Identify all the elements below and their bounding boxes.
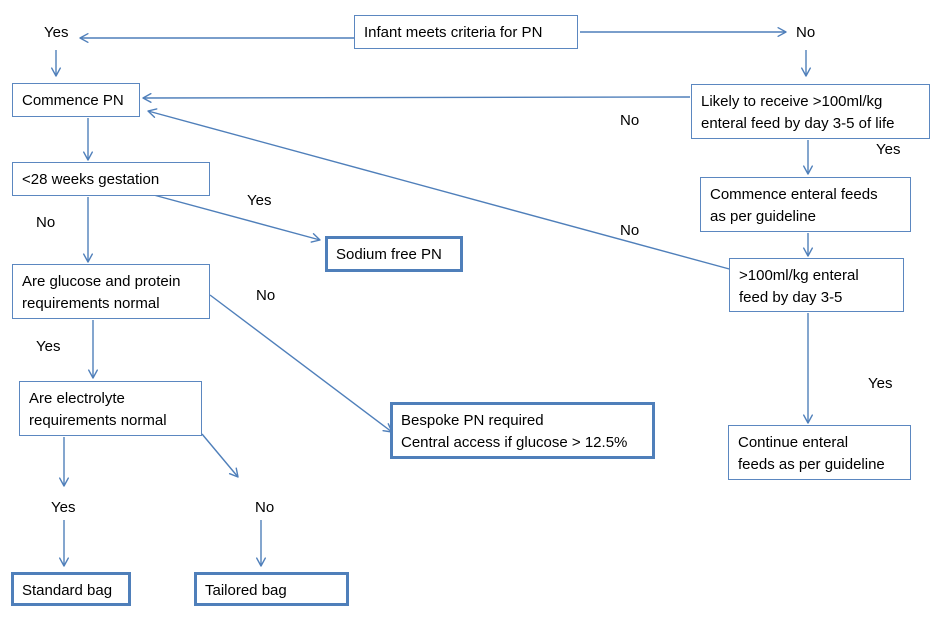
node-enteral-check-line-2: feed by day 3-5 [739, 289, 843, 306]
node-commence-pn: Commence PN [12, 83, 140, 117]
node-commence-enteral: Commence enteral feeds as per guideline [700, 177, 911, 232]
arrow-check-to-commence-pn [147, 108, 734, 271]
arrow-gestation-to-sodium-free [149, 193, 321, 243]
arrow-commence-to-gestation [82, 118, 94, 161]
node-glucose-protein-line-1: Are glucose and protein [22, 273, 181, 290]
node-continue-enteral: Continue enteral feeds as per guideline [728, 425, 911, 480]
arrow-likely-to-commence-pn [142, 92, 691, 104]
node-sodium-free-pn-line-1: Sodium free PN [336, 246, 442, 263]
arrow-check-to-continue [802, 313, 814, 424]
label-yes-top: Yes [44, 24, 69, 41]
node-likely-enteral-line-2: enteral feed by day 3-5 of life [701, 115, 895, 132]
node-electrolyte-line-1: Are electrolyte [29, 390, 125, 407]
node-glucose-protein-line-2: requirements normal [22, 295, 160, 312]
node-continue-enteral-line-2: feeds as per guideline [738, 456, 885, 473]
node-bespoke-pn-line-1: Bespoke PN required [401, 412, 544, 429]
node-bespoke-pn-line-2: Central access if glucose > 12.5% [401, 434, 628, 451]
label-yes-likely: Yes [876, 141, 901, 158]
label-yes-gestation: Yes [247, 192, 272, 209]
arrow-likely-to-commence-enteral [802, 140, 814, 175]
node-commence-enteral-line-2: as per guideline [710, 208, 816, 225]
node-electrolyte-line-2: requirements normal [29, 412, 167, 429]
arrow-commence-enteral-to-check [802, 233, 814, 257]
arrow-criteria-to-yes [79, 32, 354, 44]
arrow-no-to-tailored-bag [255, 520, 267, 567]
node-gestation: <28 weeks gestation [12, 162, 210, 196]
arrow-electrolyte-to-no [201, 433, 239, 478]
node-commence-pn-line-1: Commence PN [22, 92, 124, 109]
label-yes-glucose: Yes [36, 338, 61, 355]
node-infant-criteria: Infant meets criteria for PN [354, 15, 578, 49]
node-standard-bag: Standard bag [11, 572, 131, 606]
label-no-glucose: No [256, 287, 276, 304]
node-gestation-line-1: <28 weeks gestation [22, 171, 160, 188]
node-infant-criteria-line-1: Infant meets criteria for PN [364, 24, 543, 41]
arrow-no-to-likely-enteral [800, 50, 812, 77]
label-yes-electrolyte: Yes [51, 499, 76, 516]
arrow-electrolyte-to-yes [58, 437, 70, 487]
arrow-glucose-to-electrolyte [87, 320, 99, 379]
node-enteral-check: >100ml/kg enteral feed by day 3-5 [729, 258, 904, 312]
node-likely-enteral: Likely to receive >100ml/kg enteral feed… [691, 84, 930, 139]
arrow-glucose-to-bespoke [209, 294, 393, 433]
label-no-top: No [796, 24, 816, 41]
arrow-criteria-to-no [580, 26, 787, 38]
node-electrolyte: Are electrolyte requirements normal [19, 381, 202, 436]
label-no-gestation: No [36, 214, 56, 231]
node-tailored-bag-line-1: Tailored bag [205, 582, 287, 599]
label-no-electrolyte: No [255, 499, 275, 516]
label-yes-enteral-check: Yes [868, 375, 893, 392]
arrow-yes-to-commence-pn [50, 50, 62, 77]
node-bespoke-pn: Bespoke PN required Central access if gl… [390, 402, 655, 459]
arrow-gestation-to-glucose [82, 197, 94, 263]
label-no-enteral-check: No [620, 222, 640, 239]
node-enteral-check-line-1: >100ml/kg enteral [739, 267, 859, 284]
node-tailored-bag: Tailored bag [194, 572, 349, 606]
node-glucose-protein: Are glucose and protein requirements nor… [12, 264, 210, 319]
label-no-likely: No [620, 112, 640, 129]
node-standard-bag-line-1: Standard bag [22, 582, 113, 599]
arrow-yes-to-standard-bag [58, 520, 70, 567]
node-likely-enteral-line-1: Likely to receive >100ml/kg [701, 93, 883, 110]
node-commence-enteral-line-1: Commence enteral feeds [710, 186, 878, 203]
node-continue-enteral-line-1: Continue enteral [738, 434, 849, 451]
node-sodium-free-pn: Sodium free PN [325, 236, 463, 272]
